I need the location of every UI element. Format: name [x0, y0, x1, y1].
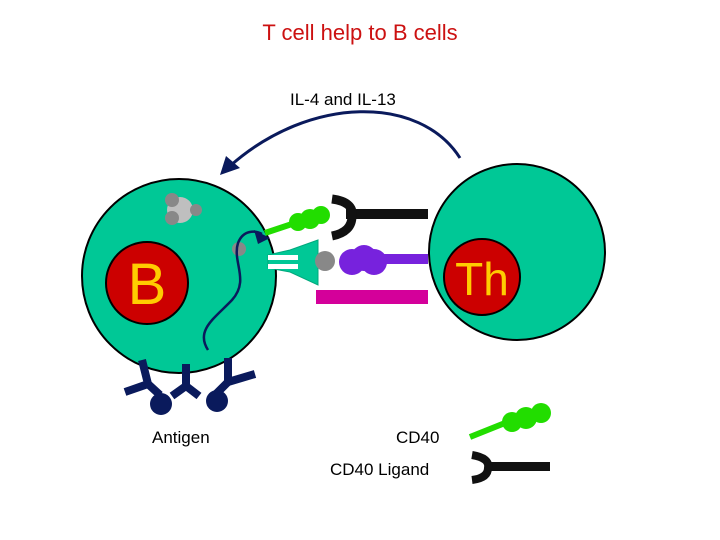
cd40-ligand-stalk [346, 209, 428, 219]
antigen-particle [165, 193, 179, 207]
cd40-blob [312, 206, 330, 224]
antibody [123, 359, 163, 398]
mhc-stalk [268, 255, 298, 260]
antibody [213, 358, 257, 397]
legend-cd40-icon [468, 403, 551, 440]
b-nucleus [105, 241, 189, 325]
internalisation-arrow-head [254, 230, 270, 244]
cd40-stalk [264, 221, 293, 236]
legend-cd40-ligand-icon [471, 451, 550, 484]
tcr-blob-3 [351, 245, 377, 271]
mhc-stalk [268, 264, 298, 269]
th-nucleus [443, 238, 521, 316]
cd40-ligand-cup [330, 194, 357, 241]
b-cell-label: B [128, 252, 167, 317]
peptide [315, 251, 335, 271]
antigen-bound [206, 390, 228, 412]
cytokine-label: IL-4 and IL-13 [290, 90, 396, 109]
cytokine-arrow [229, 110, 462, 168]
antigen-bound [150, 393, 172, 415]
antigen-particle [232, 242, 246, 256]
legend-cd40-ligand-label: CD40 Ligand [330, 460, 430, 479]
legend-antigen-label: Antigen [152, 428, 210, 447]
antigen-particle [190, 204, 202, 216]
tcr-stalk [372, 254, 428, 264]
th-cell-label: Th [455, 253, 509, 305]
page-title: T cell help to B cells [262, 20, 458, 45]
antigen-particle [165, 211, 179, 225]
antibody [169, 364, 202, 400]
legend-cd40-label: CD40 [396, 428, 440, 447]
internalisation-arrow [202, 230, 263, 351]
cytokine-arrow-head [220, 156, 240, 175]
magenta-bar [316, 290, 428, 304]
